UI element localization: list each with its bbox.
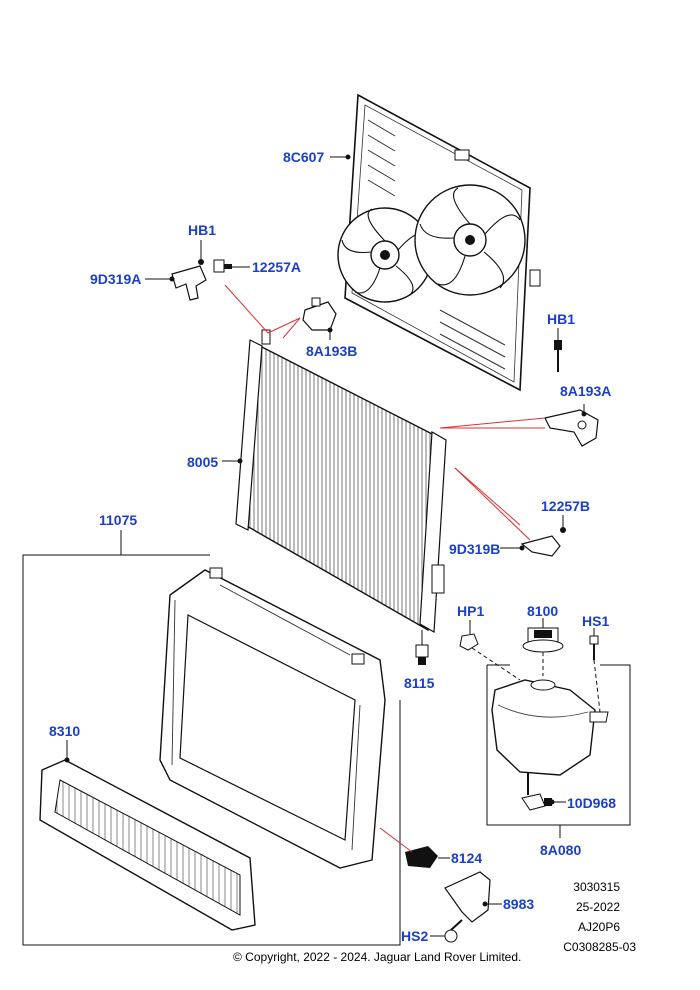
fan-right — [414, 184, 526, 296]
cap-8100[interactable] — [522, 627, 564, 653]
bolt-HS2[interactable] — [444, 919, 463, 943]
callout-12257B[interactable]: 12257B — [541, 498, 591, 514]
callout-8100[interactable]: 8100 — [527, 603, 559, 619]
fan-shroud-8C607[interactable] — [337, 93, 541, 392]
bracket-9D319A[interactable] — [171, 265, 207, 301]
callout-HS2[interactable]: HS2 — [401, 928, 429, 944]
callout-9D319B[interactable]: 9D319B — [449, 541, 501, 557]
callout-8124[interactable]: 8124 — [451, 850, 483, 866]
mount-8A193A[interactable] — [544, 409, 599, 447]
callout-9D319A[interactable]: 9D319A — [90, 271, 142, 287]
callout-HB1-right[interactable]: HB1 — [547, 311, 576, 327]
bracket-9D319B[interactable] — [520, 535, 561, 557]
group-frame-8A080 — [486, 664, 631, 838]
callout-8A193A[interactable]: 8A193A — [560, 383, 612, 399]
air-deflector-8310[interactable] — [39, 759, 256, 931]
ref-drawing-id: C0308285-03 — [563, 940, 636, 954]
callout-8115[interactable]: 8115 — [404, 675, 435, 691]
callout-8A193B[interactable]: 8A193B — [306, 343, 358, 359]
callout-HP1[interactable]: HP1 — [457, 603, 485, 619]
callout-10D968[interactable]: 10D968 — [567, 795, 617, 811]
ref-model: AJ20P6 — [577, 920, 620, 934]
dash-leaders — [471, 647, 601, 713]
mount-8A193B[interactable] — [302, 297, 337, 331]
ref-number: 3030315 — [573, 880, 620, 894]
bolt-HS1[interactable] — [589, 635, 599, 660]
callout-11075[interactable]: 11075 — [99, 512, 138, 528]
callout-8310[interactable]: 8310 — [49, 723, 81, 739]
callout-8983[interactable]: 8983 — [503, 896, 535, 912]
callout-8005[interactable]: 8005 — [187, 454, 219, 470]
bracket-8983[interactable] — [444, 871, 491, 923]
expansion-tank-8A080[interactable] — [491, 679, 609, 795]
leader-lines-right — [439, 417, 546, 541]
carrier-frame-11075[interactable] — [159, 567, 386, 869]
ref-date: 25-2022 — [575, 900, 620, 914]
copyright-notice: © Copyright, 2022 - 2024. Jaguar Land Ro… — [233, 950, 522, 964]
bracket-8124[interactable] — [405, 846, 438, 868]
bolt-12257A[interactable] — [213, 259, 232, 273]
callout-8C607[interactable]: 8C607 — [283, 149, 325, 165]
leader-lines-upper-left — [224, 284, 301, 339]
callout-HB1-left[interactable]: HB1 — [188, 222, 217, 238]
group-frame-11075 — [22, 530, 401, 946]
drain-plug-8115[interactable] — [415, 644, 429, 665]
callout-8A080[interactable]: 8A080 — [540, 842, 582, 858]
radiator-8005[interactable] — [235, 329, 447, 633]
plug-HP1[interactable] — [459, 633, 479, 651]
bolt-HB1-right[interactable] — [554, 340, 562, 372]
callout-12257A[interactable]: 12257A — [252, 259, 302, 275]
callout-HS1[interactable]: HS1 — [582, 613, 610, 629]
sensor-10D968[interactable] — [521, 793, 552, 811]
